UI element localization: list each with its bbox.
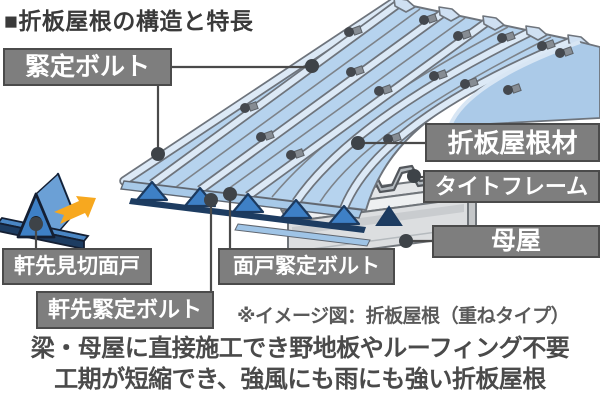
callout-lines (34, 65, 432, 293)
dot-kintei-bolt (305, 59, 319, 73)
eaves-dark-triangle (375, 205, 403, 226)
page-title: ■折板屋根の構造と特長 (4, 8, 254, 34)
image-note: ※イメージ図：折板屋根（重ねタイプ） (237, 306, 570, 327)
callout-eaves-bolt: 軒先緊定ボルト (36, 291, 214, 329)
callout-tight-frame: タイトフレーム (423, 170, 600, 203)
callout-kintei-bolt: 緊定ボルト (3, 48, 172, 86)
ridge-bolts (240, 13, 574, 160)
bolt-heads (240, 15, 565, 160)
insert-direction-arrow-icon (54, 196, 96, 224)
overlap-under-sheet (448, 40, 600, 127)
dot-tight-frame (407, 169, 421, 183)
callout-roof-material: 折板屋根材 (425, 123, 600, 162)
dot-roof-material (351, 136, 365, 150)
dot-purlin (399, 234, 413, 248)
callout-closure-bolt: 面戸緊定ボルト (218, 248, 395, 285)
caption-line-1: 梁・母屋に直接施工でき野地板やルーフィング不要 (30, 335, 570, 362)
callout-eaves-closure: 軒先見切面戸 (2, 248, 152, 285)
under-sheet-eaves-lip (234, 223, 371, 247)
eaves-edge (120, 180, 403, 247)
caption-line-2: 工期が短縮でき、強風にも雨にも強い折板屋根 (54, 366, 546, 393)
dot-closure-bolt (223, 187, 237, 201)
under-sheet-seam-band (448, 40, 581, 127)
callout-purlin: 母屋 (432, 225, 600, 258)
dot-eaves-bolt (204, 193, 218, 207)
caption-block: 梁・母屋に直接施工でき野地板やルーフィング不要 工期が短縮でき、強風にも雨にも強… (0, 333, 600, 395)
dot-eaves-closure (29, 217, 43, 231)
callout-dots (29, 59, 421, 248)
dot-kintei-bolt-2 (151, 147, 165, 161)
